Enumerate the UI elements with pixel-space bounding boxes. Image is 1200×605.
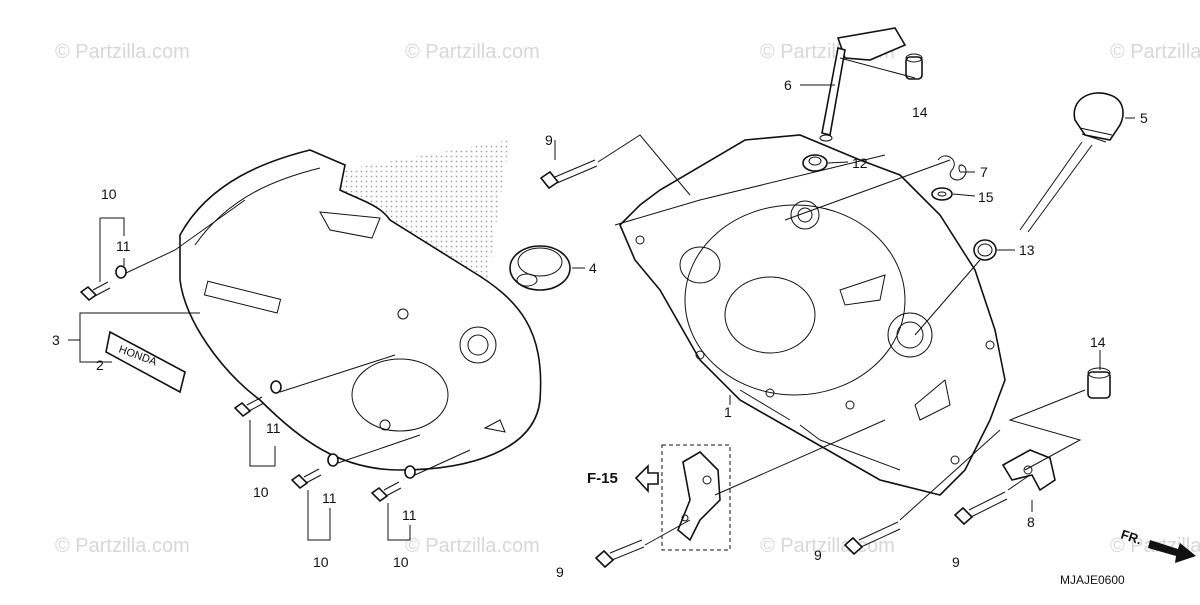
- callout-7: 7: [980, 164, 988, 180]
- callout-6: 6: [784, 77, 792, 93]
- bolt-part-10-left-mid: [233, 380, 282, 418]
- callout-10-bottom-2: 10: [393, 554, 409, 570]
- front-direction-label: FR.: [1119, 527, 1144, 548]
- honda-emblem: HONDA: [105, 330, 186, 394]
- leader-lines: [68, 57, 1135, 546]
- callout-11-bottom-1: 11: [322, 490, 337, 506]
- collar-part-14-right: [1087, 367, 1111, 399]
- callout-10-top: 10: [101, 186, 117, 202]
- bolt-part-9-top: [539, 159, 598, 190]
- bolt-part-9-bottom-left: [594, 539, 645, 569]
- front-arrow-icon: [1148, 540, 1196, 563]
- callout-11-left-mid: 11: [266, 420, 281, 436]
- watermark-6: © Partzilla.com: [405, 535, 540, 557]
- bolt-part-10-bottom-2: [370, 465, 416, 503]
- callout-15: 15: [978, 189, 994, 205]
- callout-2: 2: [96, 357, 104, 373]
- callout-4: 4: [589, 260, 597, 276]
- watermark-1: © Partzilla.com: [55, 41, 190, 63]
- callout-10-bottom-1: 10: [313, 554, 329, 570]
- callout-11-top: 11: [116, 238, 131, 254]
- watermark-4: © Partzilla.com: [1110, 41, 1200, 63]
- callout-10-left-mid: 10: [253, 484, 269, 500]
- dipstick-part-5: [1019, 92, 1124, 233]
- spring-part-7: [937, 155, 967, 181]
- bracket-part: [661, 444, 731, 551]
- inner-cover-part: [619, 134, 1006, 496]
- seal-part-12: [802, 154, 828, 172]
- clamp-part-8: [1001, 449, 1056, 492]
- watermark-group: © Partzilla.com © Partzilla.com © Partzi…: [55, 41, 1200, 557]
- callout-1: 1: [724, 404, 732, 420]
- outer-cover-part: [179, 149, 542, 471]
- callout-9-top: 9: [545, 132, 553, 148]
- bolt-part-9-bottom-right: [953, 491, 1008, 526]
- reference-label: F-15: [587, 470, 618, 487]
- callout-5: 5: [1140, 110, 1148, 126]
- callout-9-bottom-mid: 9: [814, 547, 822, 563]
- watermark-7: © Partzilla.com: [760, 535, 895, 557]
- bolt-part-10-bottom-1: [290, 453, 339, 490]
- shift-arm-part-6: [819, 27, 907, 142]
- washer-part-15: [931, 187, 953, 201]
- collar-part-14-top: [905, 53, 923, 80]
- callout-labels: 1 2 3 4 5 6 7 8 9 9 9 9 10 10 10 10 11 1…: [52, 77, 1148, 580]
- diagram-code: MJAJE0600: [1060, 573, 1125, 587]
- callout-13: 13: [1019, 242, 1035, 258]
- seal-part-4: [509, 245, 571, 291]
- oring-part-13: [973, 239, 997, 261]
- callout-8: 8: [1027, 514, 1035, 530]
- bolt-part-10-top: [79, 265, 127, 302]
- callout-3: 3: [52, 332, 60, 348]
- reference-arrow-icon: [634, 464, 659, 494]
- callout-9-bottom-left: 9: [556, 564, 564, 580]
- callout-14-top: 14: [912, 104, 928, 120]
- bolt-part-9-bottom-mid: [843, 521, 901, 556]
- watermark-2: © Partzilla.com: [405, 41, 540, 63]
- callout-14-right: 14: [1090, 334, 1106, 350]
- callout-11-bottom-2: 11: [402, 507, 417, 523]
- callout-9-bottom-right: 9: [952, 554, 960, 570]
- front-direction-indicator: FR.: [1119, 527, 1196, 563]
- watermark-5: © Partzilla.com: [55, 535, 190, 557]
- callout-12: 12: [852, 155, 868, 171]
